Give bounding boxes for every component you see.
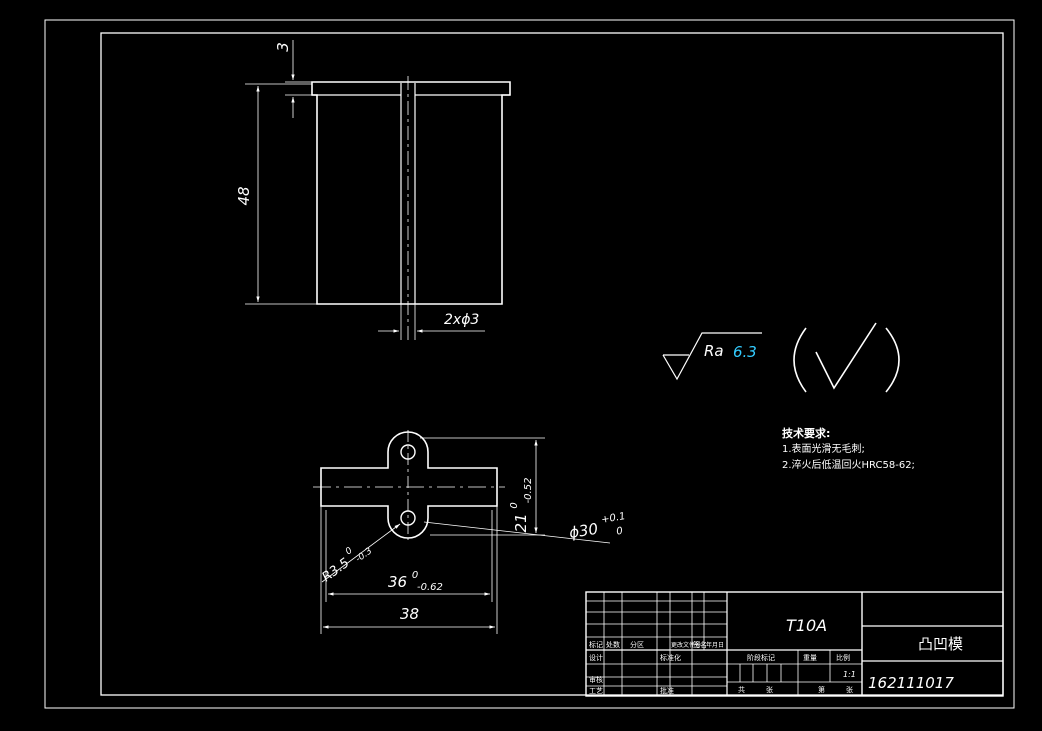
roughness-value: 6.3 [733,343,757,361]
dim-48-text: 48 [235,186,253,205]
dim-48: 48 [235,83,317,305]
roughness-label: Ra [704,342,724,360]
dim-widths: 36 0 -0.62 38 [320,506,498,634]
dim-36-text: 36 0 -0.62 [388,564,443,593]
tb-material: T10A [786,616,827,635]
dim-r35-text: R3.5 0 -0.3 [314,533,374,587]
tb-label-approve: 批准 [660,686,674,695]
tb-label-design: 设计 [589,653,603,662]
title-block: 标记 处数 分区 更改文件号 签名 年月日 设计 标准化 阶段标记 重量 比例 … [585,591,1004,697]
dim-21-text: 21 0 -0.52 [503,478,534,533]
tb-label-sign: 签名 [693,640,707,649]
tb-label-stage: 阶段标记 [747,653,775,662]
roughness-symbol: Ra 6.3 [662,332,762,381]
dim-3-text: 3 [274,42,292,52]
tech-requirements: 技术要求: 1.表面光滑无毛刺; 2.淬火后低温回火HRC58-62; [782,426,915,471]
tb-scale: 1:1 [843,670,856,679]
tech-item-2: 2.淬火后低温回火HRC58-62; [782,458,915,471]
dim-3: 3 [274,40,312,118]
tb-label-zone: 分区 [630,640,644,649]
tb-part-name: 凸凹模 [918,635,963,653]
tb-label-weight: 重量 [803,654,817,662]
dim-hole-text: 2xϕ3 [444,312,479,328]
tb-label-scale: 比例 [836,653,850,662]
tb-label-sheet: 张 [846,685,853,694]
dim-38-text: 38 [400,605,419,623]
section-view [311,76,511,340]
dim-hole: 2xϕ3 [378,304,485,340]
tb-label-std: 标准化 [660,653,681,662]
tb-label-total: 共 [738,685,745,694]
tb-label-sheets: 张 [766,685,773,694]
dim-21: 21 0 -0.52 [420,437,545,536]
tb-label-docno: 更改文件号 [671,641,701,649]
tb-label-mark: 标记 [589,640,603,649]
tb-label-count: 处数 [606,640,620,649]
rest-roughness-symbol [793,322,900,393]
outer-border [44,19,1015,709]
dim-phi30-text: ϕ30 +0.1 0 [566,504,633,544]
tb-label-date: 年月日 [706,641,724,649]
tb-label-process: 工艺 [589,687,603,695]
tb-label-review: 审核 [589,675,603,684]
tb-label-sheet-no: 第 [818,685,825,694]
tb-drawing-no: 162111017 [868,674,954,692]
plan-view [313,430,505,540]
tech-item-1: 1.表面光滑无毛刺; [782,442,865,455]
dim-phi30: ϕ30 +0.1 0 [423,504,633,544]
inner-border [100,32,1004,696]
tech-title: 技术要求: [782,426,830,440]
